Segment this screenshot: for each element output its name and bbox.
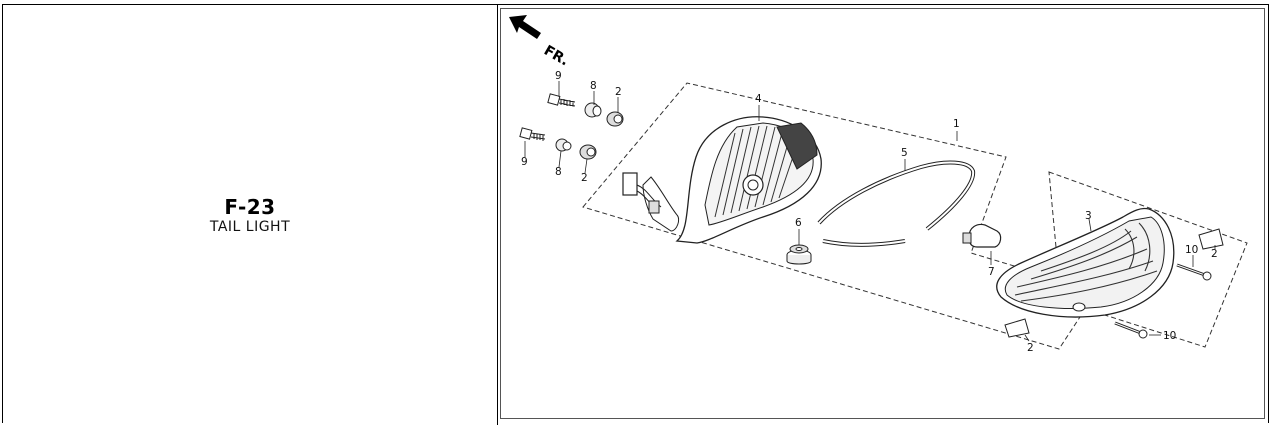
front-direction-label: FR. [541, 43, 571, 70]
figure-code: F-23 [224, 195, 276, 219]
collar-8-lower [555, 138, 572, 152]
grommet-6 [786, 244, 812, 265]
callout-5: 5 [901, 147, 908, 159]
front-direction-arrow-icon [509, 15, 541, 39]
parts-diagram-svg: FR. [509, 15, 1248, 354]
seal-cord-5 [817, 160, 976, 247]
tail-light-housing-4 [622, 116, 822, 244]
pad-2-lower-left [1004, 318, 1030, 338]
callout-2-lower: 2 [581, 172, 588, 184]
figure-name: TAIL LIGHT [209, 219, 291, 235]
leader-lines [524, 81, 1216, 342]
callout-4: 4 [755, 93, 762, 105]
bolt-9-lower [519, 127, 546, 141]
page-frame [2, 4, 1269, 423]
collar-8-upper [584, 102, 602, 118]
callout-8-lower: 8 [555, 166, 562, 178]
assembly-outline-main [582, 82, 1098, 350]
bulb-7 [962, 223, 1002, 248]
panel-divider [497, 4, 498, 425]
callout-3: 3 [1085, 210, 1092, 222]
title-panel: F-23 TAIL LIGHT [2, 4, 498, 423]
bolt-9-upper [547, 93, 576, 107]
callout-2-upper: 2 [615, 86, 622, 98]
figure-title-block: F-23 TAIL LIGHT [2, 196, 498, 236]
callout-2-lower-left: 2 [1027, 342, 1034, 354]
callout-1: 1 [953, 118, 960, 130]
callout-9-upper: 9 [555, 70, 562, 82]
grommet-2-lower [579, 144, 597, 160]
parts-diagram: FR. [500, 8, 1265, 419]
callout-2-upper-right: 2 [1211, 248, 1218, 260]
tail-light-lens-3 [996, 207, 1175, 318]
screw-10-lower [1114, 321, 1148, 339]
grommet-2-upper [606, 111, 624, 127]
callout-9-lower: 9 [521, 156, 528, 168]
callout-10-lower: 10 [1163, 330, 1176, 342]
callout-7: 7 [988, 266, 995, 278]
screw-10-upper [1176, 263, 1212, 281]
callout-8-upper: 8 [590, 80, 597, 92]
callout-10-upper: 10 [1185, 244, 1198, 256]
pad-2-upper-right [1198, 228, 1224, 250]
callout-6: 6 [795, 217, 802, 229]
